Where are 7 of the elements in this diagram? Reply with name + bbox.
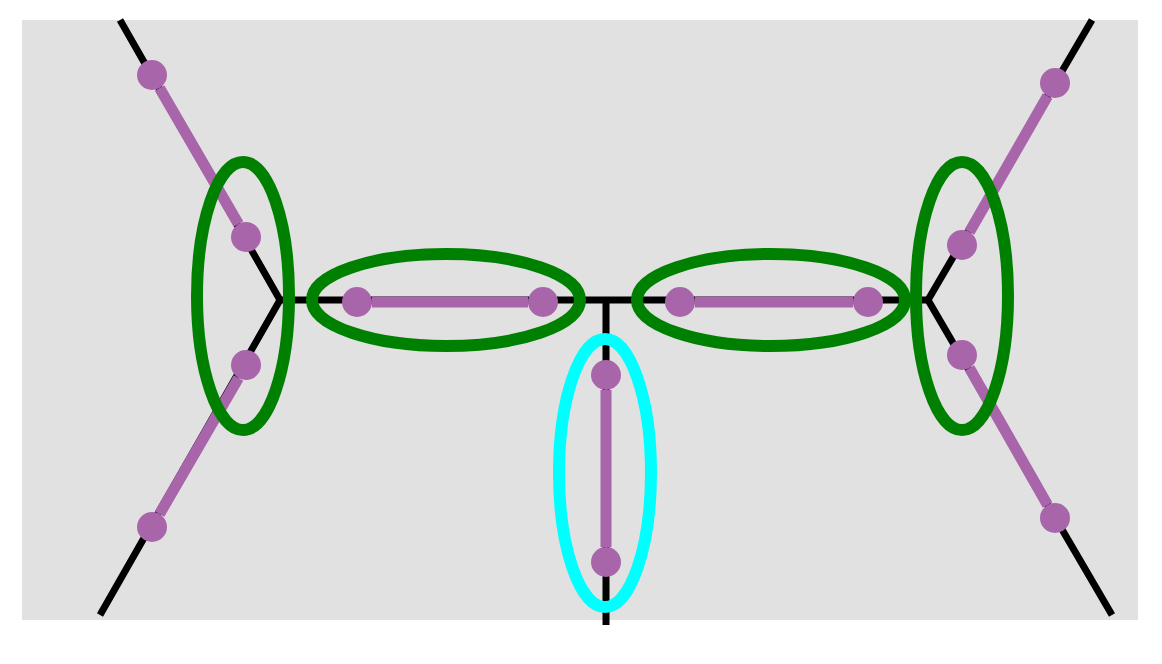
connector-line: [695, 296, 853, 308]
connector-line: [372, 296, 528, 308]
connector-line: [964, 365, 1053, 508]
connector-line: [154, 375, 244, 517]
connector-line: [600, 390, 612, 547]
connector-line: [964, 93, 1053, 235]
connector-line: [154, 85, 244, 227]
